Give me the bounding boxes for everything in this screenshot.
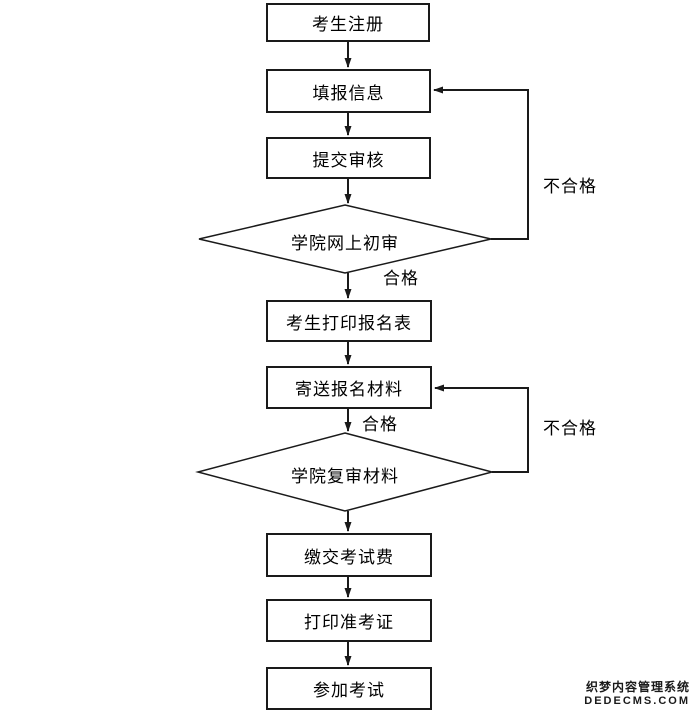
edge-label-pass-1: 合格 xyxy=(383,269,419,288)
flow-step-fill-info-label: 填报信息 xyxy=(312,83,385,103)
watermark-chinese-text: 织梦内容管理系统 xyxy=(585,680,690,694)
loop-fail-onlinereview xyxy=(433,86,529,240)
flow-step-take-exam: 参加考试 xyxy=(266,667,432,710)
decision-diamond-material-review xyxy=(195,432,495,512)
flow-step-mail-materials: 寄送报名材料 xyxy=(266,366,432,409)
flow-step-print-ticket: 打印准考证 xyxy=(266,599,432,642)
edge-label-fail-2: 不合格 xyxy=(543,419,597,438)
decision-diamond-online-review xyxy=(198,204,492,274)
watermark: 织梦内容管理系统 DEDECMS.COM xyxy=(584,680,690,707)
flow-step-print-ticket-label: 打印准考证 xyxy=(304,613,394,632)
flow-step-pay-fee-label: 缴交考试费 xyxy=(304,547,394,567)
flow-step-submit-review: 提交审核 xyxy=(266,137,431,179)
loop-fail-materialreview xyxy=(434,384,529,473)
flow-step-register-label: 考生注册 xyxy=(312,15,384,34)
flow-step-take-exam-label: 参加考试 xyxy=(313,681,385,700)
flow-step-pay-fee: 缴交考试费 xyxy=(266,533,432,577)
flow-step-print-form-label: 考生打印报名表 xyxy=(286,313,412,333)
flow-step-print-form: 考生打印报名表 xyxy=(266,300,432,342)
flow-arrows xyxy=(344,42,529,666)
flow-step-material-review-label: 学院复审材料 xyxy=(291,467,399,486)
flow-step-mail-materials-label: 寄送报名材料 xyxy=(295,380,403,399)
flow-step-online-review-label: 学院网上初审 xyxy=(291,234,399,253)
edge-label-pass-2: 合格 xyxy=(362,415,398,434)
edge-label-fail-1: 不合格 xyxy=(543,177,597,196)
flow-step-register: 考生注册 xyxy=(266,3,430,42)
flow-step-fill-info: 填报信息 xyxy=(266,69,431,113)
watermark-dedecms-text: DEDECMS.COM xyxy=(584,694,690,707)
flow-step-submit-review-label: 提交审核 xyxy=(312,150,385,170)
